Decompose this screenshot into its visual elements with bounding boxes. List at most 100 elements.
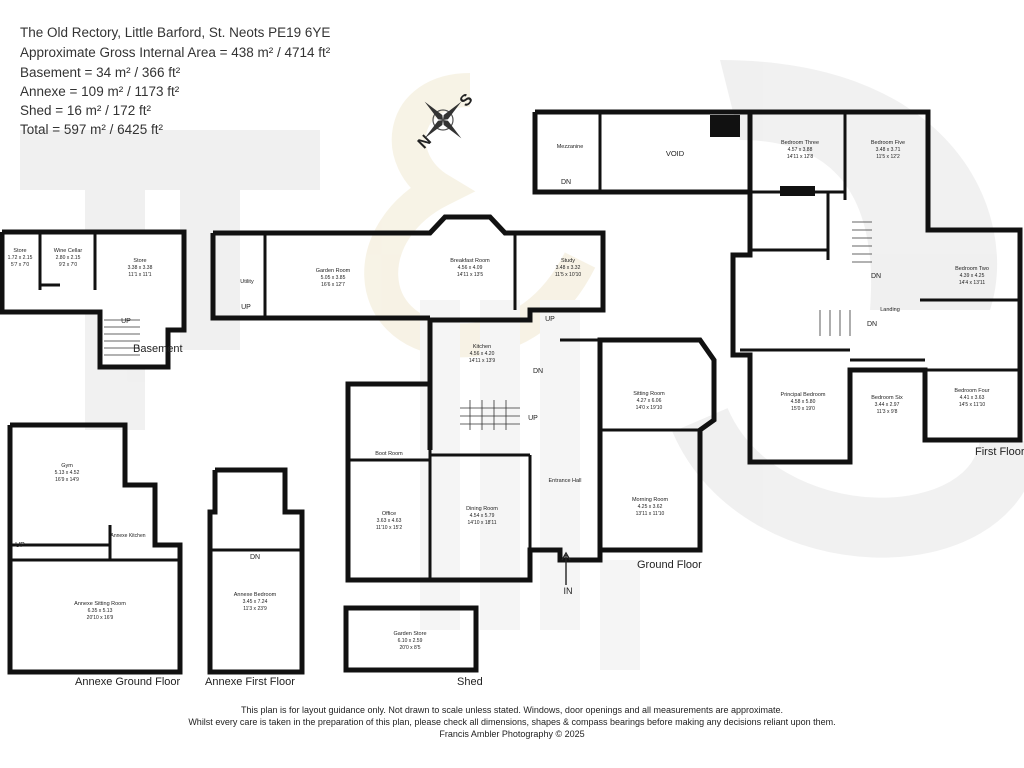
room-bedroom-three-name: Bedroom Three (781, 140, 819, 146)
room-bedroom-four-name: Bedroom Four (954, 388, 989, 394)
room-bedroom-five-ft: 11'5 x 12'2 (876, 154, 900, 160)
ground-floor-stairs (460, 400, 520, 430)
chimney-block (710, 115, 740, 137)
room-bedroom-six-ft: 11'3 x 9'8 (877, 409, 898, 415)
room-bedroom-six-name: Bedroom Six (871, 395, 903, 401)
room-garden-room-name: Garden Room (316, 268, 351, 274)
room-breakfast-room-name: Breakfast Room (450, 258, 490, 264)
room-annexe-sitting-m: 6.35 x 5.13 (88, 608, 113, 614)
compass-rose-icon (424, 101, 462, 139)
first-floor-stairs (819, 221, 872, 336)
floor-label-annexe-ground: Annexe Ground Floor (75, 676, 181, 688)
room-sitting-room-m: 4.27 x 6.06 (637, 398, 662, 404)
annexe-first-dn-label: DN (250, 554, 260, 561)
room-garden-store-name: Garden Store (393, 631, 426, 637)
room-utility-name: Utility (240, 279, 254, 285)
floor-label-basement: Basement (133, 343, 183, 355)
room-bedroom-five-m: 3.48 x 3.71 (876, 147, 901, 153)
room-principal-bedroom-name: Principal Bedroom (781, 392, 826, 398)
annexe-up-label: UP (15, 542, 25, 549)
utility-up-label: UP (241, 304, 251, 311)
footer-disclaimer-1: This plan is for layout guidance only. N… (240, 705, 784, 715)
room-kitchen-name: Kitchen (473, 344, 491, 350)
room-annexe-kitchen-name: Annexe Kitchen (110, 533, 145, 539)
room-dining-room-m: 4.54 x 5.79 (470, 513, 495, 519)
first-floor-inner-walls (598, 112, 1020, 372)
room-bedroom-three-ft: 14'11 x 12'8 (787, 154, 814, 160)
room-garden-store-ft: 20'0 x 8'5 (399, 645, 420, 651)
room-morning-room-ft: 13'11 x 11'10 (636, 511, 665, 517)
hall-up-label: UP (528, 415, 538, 422)
room-store-small-name: Store (13, 248, 26, 254)
mezzanine-dn-label: DN (561, 179, 571, 186)
header-shed-area: Shed = 16 m² / 172 ft² (20, 103, 151, 118)
room-wine-cellar-m: 2.80 x 2.15 (56, 255, 81, 261)
room-annexe-bedroom-ft: 11'3 x 23'9 (243, 606, 267, 612)
entrance-in-label: IN (564, 586, 573, 596)
header-annexe-area: Annexe = 109 m² / 1173 ft² (20, 84, 180, 99)
room-entrance-hall-name: Entrance Hall (548, 478, 581, 484)
room-store-large-name: Store (133, 258, 146, 264)
room-bedroom-six-m: 3.44 x 2.97 (875, 402, 900, 408)
room-principal-bedroom-ft: 15'0 x 19'0 (791, 406, 815, 412)
room-store-large-m: 3.38 x 3.38 (128, 265, 153, 271)
header-gross-area: Approximate Gross Internal Area = 438 m²… (20, 45, 331, 60)
basement-plan (0, 229, 187, 370)
room-office-name: Office (382, 511, 396, 517)
shed-plan (343, 605, 479, 673)
header-address: The Old Rectory, Little Barford, St. Neo… (20, 25, 331, 40)
ground-floor-inner-walls (263, 233, 700, 580)
footer-disclaimer-2: Whilst every care is taken in the prepar… (188, 717, 836, 727)
room-morning-room-name: Morning Room (632, 497, 668, 503)
room-study-name: Study (561, 258, 575, 264)
room-wine-cellar-name: Wine Cellar (54, 248, 83, 254)
room-dining-room-ft: 14'10 x 18'11 (467, 520, 496, 526)
room-breakfast-room-ft: 14'11 x 13'5 (457, 272, 484, 278)
room-bedroom-four-ft: 14'5 x 11'10 (959, 402, 986, 408)
floor-label-first: First Floor (975, 446, 1024, 458)
header-total-area: Total = 597 m² / 6425 ft² (20, 122, 163, 137)
room-garden-room-m: 5.05 x 3.85 (321, 275, 346, 281)
basement-up-label: UP (121, 318, 131, 325)
room-office-ft: 11'10 x 15'2 (376, 525, 403, 531)
floor-label-shed: Shed (457, 676, 483, 688)
kitchen-dn-label: DN (533, 368, 543, 375)
study-up-label: UP (545, 316, 555, 323)
room-study-ft: 11'5 x 10'10 (555, 272, 582, 278)
room-annexe-bedroom-m: 3.45 x 7.24 (243, 599, 268, 605)
first-dn-label-1: DN (871, 273, 881, 280)
footer-credit: Francis Ambler Photography © 2025 (439, 729, 585, 739)
room-mezzanine-name: Mezzanine (557, 144, 584, 150)
room-annexe-sitting-ft: 20'10 x 16'9 (87, 615, 114, 621)
room-bedroom-two-name: Bedroom Two (955, 266, 989, 272)
room-store-large-ft: 11'1 x 11'1 (128, 272, 151, 278)
annexe-ground-plan (7, 422, 183, 675)
room-sitting-room-name: Sitting Room (633, 391, 665, 397)
room-bedroom-five-name: Bedroom Five (871, 140, 905, 146)
room-gym-name: Gym (61, 463, 73, 469)
room-office-m: 3.63 x 4.63 (377, 518, 402, 524)
room-kitchen-ft: 14'11 x 13'9 (469, 358, 496, 364)
room-bedroom-two-ft: 14'4 x 13'11 (959, 280, 986, 286)
room-landing-name: Landing (880, 307, 900, 313)
room-gym-ft: 16'9 x 14'9 (55, 477, 79, 483)
first-dn-label-2: DN (867, 321, 877, 328)
room-wine-cellar-ft: 9'2 x 7'0 (59, 262, 78, 268)
room-boot-room-name: Boot Room (375, 451, 403, 457)
header-basement-area: Basement = 34 m² / 366 ft² (20, 65, 181, 80)
room-bedroom-three-m: 4.57 x 3.88 (788, 147, 813, 153)
room-bedroom-four-m: 4.41 x 3.63 (960, 395, 985, 401)
room-store-small-m: 1.72 x 2.15 (8, 255, 33, 261)
room-morning-room-m: 4.25 x 3.62 (638, 504, 663, 510)
room-study-m: 3.48 x 3.32 (556, 265, 581, 271)
room-store-small-ft: 5'7 x 7'0 (11, 262, 30, 268)
room-sitting-room-ft: 14'0 x 19'10 (636, 405, 663, 411)
room-void-name: VOID (666, 149, 685, 158)
room-garden-room-ft: 16'6 x 12'7 (321, 282, 345, 288)
room-gym-m: 5.13 x 4.52 (55, 470, 80, 476)
floor-label-ground: Ground Floor (637, 559, 702, 571)
annexe-first-plan (207, 467, 305, 675)
room-breakfast-room-m: 4.56 x 4.09 (458, 265, 483, 271)
ground-floor-plan (210, 214, 717, 583)
